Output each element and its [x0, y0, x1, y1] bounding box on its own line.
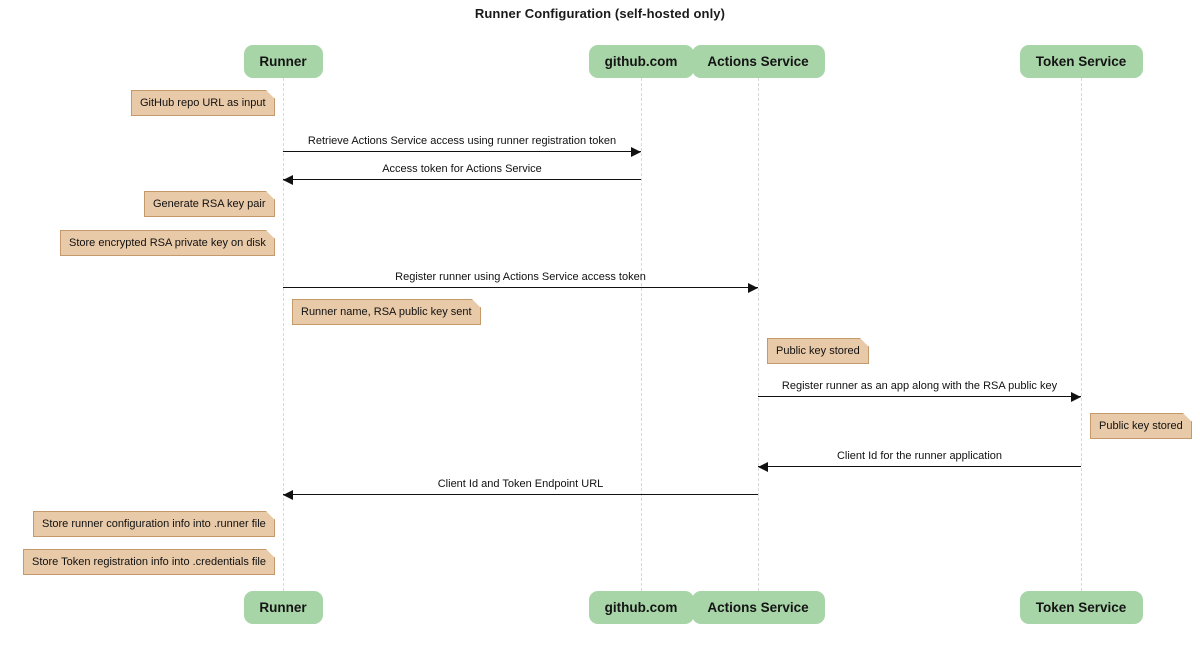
- note-fold-corner-icon: [1183, 413, 1192, 422]
- note-n8: Store Token registration info into .cred…: [23, 549, 275, 575]
- note-fold-corner-icon: [266, 549, 275, 558]
- message-label-m5: Client Id for the runner application: [836, 450, 1003, 462]
- message-line-m4: [758, 396, 1081, 397]
- participant-label: github.com: [604, 600, 678, 615]
- note-fold-corner-icon: [860, 338, 869, 347]
- participant-label: Actions Service: [707, 54, 809, 69]
- message-label-m4: Register runner as an app along with the…: [781, 380, 1058, 392]
- message-line-m3: [283, 287, 758, 288]
- diagram-title: Runner Configuration (self-hosted only): [474, 6, 726, 21]
- note-text: Store Token registration info into .cred…: [32, 556, 266, 568]
- participant-token-top[interactable]: Token Service: [1019, 45, 1143, 78]
- note-n1: GitHub repo URL as input: [131, 90, 275, 116]
- participant-label: Runner: [259, 600, 307, 615]
- message-label-m6: Client Id and Token Endpoint URL: [437, 478, 604, 490]
- arrowhead-left-m2: [283, 175, 293, 185]
- arrowhead-left-m6: [283, 490, 293, 500]
- note-text: Runner name, RSA public key sent: [301, 306, 472, 318]
- note-text: Public key stored: [1099, 420, 1183, 432]
- note-n7: Store runner configuration info into .ru…: [33, 511, 275, 537]
- message-line-m5: [758, 466, 1081, 467]
- arrowhead-right-m1: [631, 147, 641, 157]
- note-n4: Runner name, RSA public key sent: [292, 299, 481, 325]
- participant-token-bottom[interactable]: Token Service: [1019, 591, 1143, 624]
- note-text: Store encrypted RSA private key on disk: [69, 237, 266, 249]
- message-line-m1: [283, 151, 641, 152]
- note-fold-corner-icon: [266, 90, 275, 99]
- participant-label: Token Service: [1035, 54, 1127, 69]
- note-n6: Public key stored: [1090, 413, 1192, 439]
- message-label-m1: Retrieve Actions Service access using ru…: [307, 135, 617, 147]
- participant-actions-bottom[interactable]: Actions Service: [691, 591, 825, 624]
- note-n3: Store encrypted RSA private key on disk: [60, 230, 275, 256]
- lifeline-runner: [283, 78, 284, 591]
- lifeline-actions: [758, 78, 759, 591]
- arrowhead-right-m3: [748, 283, 758, 293]
- participant-runner-bottom[interactable]: Runner: [243, 591, 323, 624]
- message-line-m2: [283, 179, 641, 180]
- participant-github-bottom[interactable]: github.com: [588, 591, 694, 624]
- note-text: Public key stored: [776, 345, 860, 357]
- message-line-m6: [283, 494, 758, 495]
- lifeline-github: [641, 78, 642, 591]
- participant-label: Runner: [259, 54, 307, 69]
- note-fold-corner-icon: [266, 191, 275, 200]
- arrowhead-left-m5: [758, 462, 768, 472]
- lifeline-token: [1081, 78, 1082, 591]
- note-n5: Public key stored: [767, 338, 869, 364]
- arrowhead-right-m4: [1071, 392, 1081, 402]
- participant-github-top[interactable]: github.com: [588, 45, 694, 78]
- note-fold-corner-icon: [472, 299, 481, 308]
- participant-label: github.com: [604, 54, 678, 69]
- note-fold-corner-icon: [266, 230, 275, 239]
- participant-label: Actions Service: [707, 600, 809, 615]
- participant-runner-top[interactable]: Runner: [243, 45, 323, 78]
- note-n2: Generate RSA key pair: [144, 191, 275, 217]
- message-label-m2: Access token for Actions Service: [382, 163, 542, 175]
- participant-label: Token Service: [1035, 600, 1127, 615]
- note-text: GitHub repo URL as input: [140, 97, 266, 109]
- note-fold-corner-icon: [266, 511, 275, 520]
- note-text: Store runner configuration info into .ru…: [42, 518, 266, 530]
- note-text: Generate RSA key pair: [153, 198, 266, 210]
- message-label-m3: Register runner using Actions Service ac…: [395, 271, 646, 283]
- participant-actions-top[interactable]: Actions Service: [691, 45, 825, 78]
